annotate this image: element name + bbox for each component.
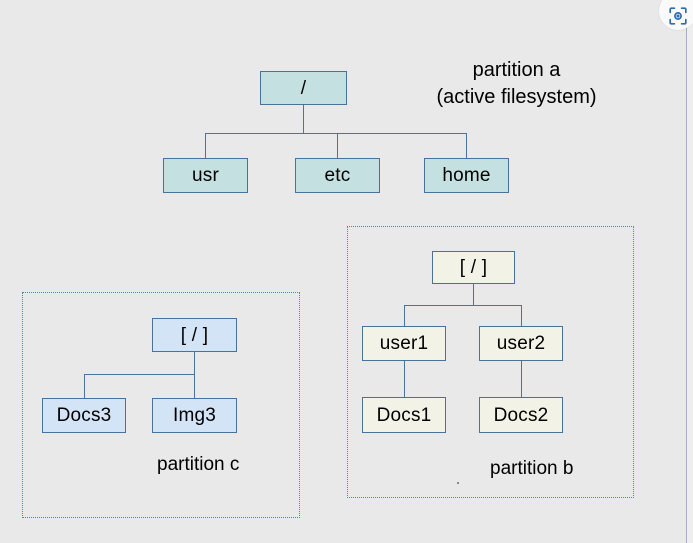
edge-root-a-bus <box>205 133 467 134</box>
focus-scan-icon <box>669 7 687 25</box>
edge-root-c-bus <box>84 374 195 375</box>
node-docs3[interactable]: Docs3 <box>42 398 126 433</box>
node-docs2[interactable]: Docs2 <box>479 397 563 433</box>
node-etc[interactable]: etc <box>295 158 380 193</box>
right-edge-divider <box>686 0 687 543</box>
focus-scan-button[interactable] <box>659 0 693 30</box>
edge-to-docs3 <box>84 374 85 398</box>
partition-b-label: partition b <box>490 458 574 479</box>
node-root-partition-b[interactable]: [ / ] <box>432 251 515 284</box>
node-user1[interactable]: user1 <box>362 326 446 361</box>
edge-to-user2 <box>521 305 522 326</box>
edge-root-a-stem <box>303 105 304 133</box>
partition-b-container[interactable] <box>347 226 634 498</box>
edge-to-home <box>466 133 467 158</box>
edge-to-usr <box>205 133 206 158</box>
node-root-partition-a[interactable]: / <box>260 71 347 105</box>
edge-root-b-bus <box>404 305 522 306</box>
node-user2[interactable]: user2 <box>479 326 563 361</box>
partition-a-label-line1: partition a <box>472 59 561 81</box>
node-usr[interactable]: usr <box>163 158 248 193</box>
node-home[interactable]: home <box>424 158 509 193</box>
edge-user2-to-docs2 <box>521 361 522 397</box>
partition-c-label: partition c <box>157 454 240 475</box>
edge-user1-to-docs1 <box>404 361 405 397</box>
node-docs1[interactable]: Docs1 <box>362 397 446 433</box>
stray-dot-marker <box>457 482 459 484</box>
node-img3[interactable]: Img3 <box>152 398 237 433</box>
edge-root-c-stem <box>194 352 195 398</box>
edge-to-user1 <box>404 305 405 326</box>
edge-to-etc <box>337 133 338 158</box>
node-root-partition-c[interactable]: [ / ] <box>152 318 237 352</box>
partition-c-container[interactable] <box>22 292 300 518</box>
edge-root-b-stem <box>473 284 474 305</box>
right-gutter <box>687 0 693 543</box>
partition-a-label-line2: (active filesystem) <box>436 86 597 108</box>
